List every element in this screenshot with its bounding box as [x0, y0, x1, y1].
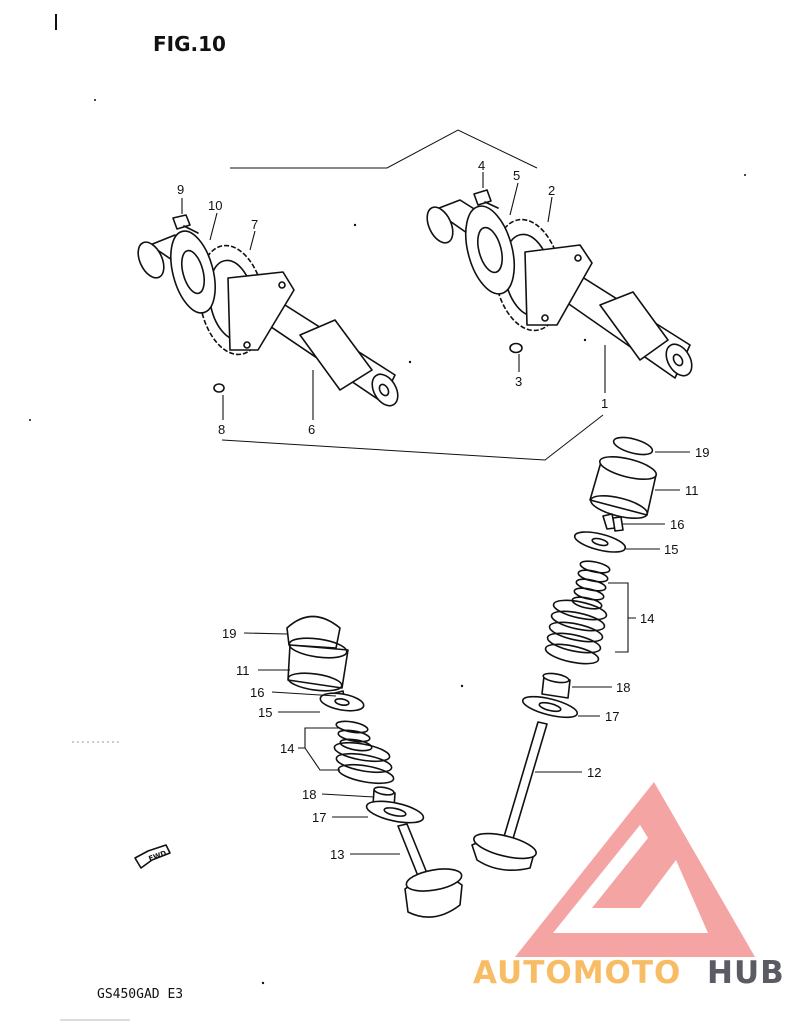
left-valve-springs: [333, 720, 395, 785]
right-valve-springs: [544, 560, 611, 665]
callout-7: 7: [251, 217, 258, 232]
callout-2: 2: [548, 183, 555, 198]
callout-labels: 1 2 3 4 5 6 7 8 9 10 19 11 16 15 14 18 1…: [177, 158, 709, 862]
callout-4: 4: [478, 158, 485, 173]
callout-16-right: 16: [670, 517, 684, 532]
callout-1: 1: [601, 396, 608, 411]
model-code: GS450GAD E3: [97, 987, 183, 1002]
camshaft-group-bracket: [221, 129, 604, 461]
callout-18-right: 18: [616, 680, 630, 695]
callout-11-left: 11: [236, 663, 250, 678]
figure-title: FIG.10: [153, 32, 226, 56]
callout-17-left: 17: [312, 810, 326, 825]
right-valve-assembly: [471, 436, 658, 871]
fwd-arrow-icon: FWD: [134, 844, 171, 869]
callout-11-right: 11: [685, 483, 699, 498]
left-valve-assembly: [286, 615, 463, 918]
callout-17-right: 17: [605, 709, 619, 724]
callout-14-left: 14: [280, 741, 294, 756]
watermark-text-automoto: AUTOMOTO: [473, 955, 681, 991]
callout-16-left: 16: [250, 685, 264, 700]
callout-9: 9: [177, 182, 184, 197]
callout-6: 6: [308, 422, 315, 437]
callout-5: 5: [513, 168, 520, 183]
right-camshaft-assembly: [426, 189, 693, 379]
callout-18-left: 18: [302, 787, 316, 802]
callout-13: 13: [330, 847, 344, 862]
callout-19-left: 19: [222, 626, 236, 641]
left-camshaft-assembly: [137, 214, 399, 407]
callout-3: 3: [515, 374, 522, 389]
scan-specks: [29, 14, 746, 1021]
callout-15-left: 15: [258, 705, 272, 720]
callout-10: 10: [208, 198, 222, 213]
callout-12: 12: [587, 765, 601, 780]
automotohub-watermark: AUTOMOTO HUB: [473, 782, 785, 991]
triangle-logo-icon: [515, 782, 755, 957]
callout-15-right: 15: [664, 542, 678, 557]
callout-19-right: 19: [695, 445, 709, 460]
callout-8: 8: [218, 422, 225, 437]
leader-lines: [181, 172, 690, 855]
callout-14-right: 14: [640, 611, 654, 626]
watermark-text-hub: HUB: [707, 955, 785, 991]
